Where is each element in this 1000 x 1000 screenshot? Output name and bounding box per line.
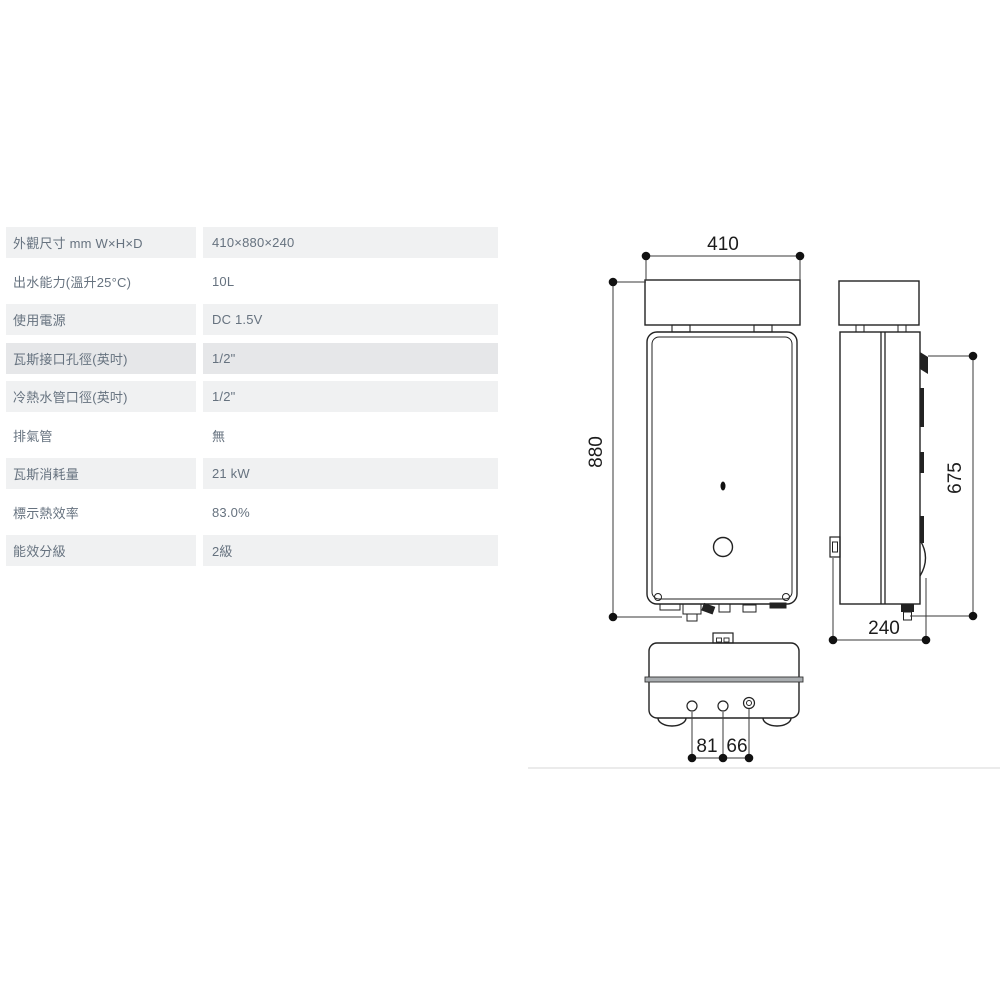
pilot-indicator bbox=[720, 481, 726, 491]
spec-label: 外觀尺寸 mm W×H×D bbox=[6, 227, 196, 258]
spec-row-gas-inlet: 瓦斯接口孔徑(英吋) 1/2" bbox=[6, 342, 498, 374]
spec-value: 410×880×240 bbox=[203, 227, 498, 258]
spec-label: 出水能力(溫升25°C) bbox=[6, 265, 196, 297]
spec-label: 瓦斯接口孔徑(英吋) bbox=[6, 342, 196, 374]
spec-row-dimensions: 外觀尺寸 mm W×H×D 410×880×240 bbox=[6, 227, 498, 258]
spec-value: 1/2" bbox=[203, 342, 498, 374]
dimension-diagram: 410 880 675 240 81 66 bbox=[586, 234, 978, 763]
spec-value: 1/2" bbox=[203, 381, 498, 412]
dim-side-height-label: 675 bbox=[945, 462, 966, 494]
dimension-lines bbox=[612, 253, 974, 759]
dim-port-right-label: 66 bbox=[726, 736, 747, 757]
spec-label: 排氣管 bbox=[6, 419, 196, 451]
spec-value: 10L bbox=[203, 265, 498, 297]
dim-width-label: 410 bbox=[707, 234, 739, 255]
spec-row-output-capacity: 出水能力(溫升25°C) 10L bbox=[6, 265, 498, 297]
spec-row-power-source: 使用電源 DC 1.5V bbox=[6, 304, 498, 335]
section-divider bbox=[528, 767, 1000, 769]
front-bottom-fittings bbox=[659, 602, 787, 622]
dim-port-left-label: 81 bbox=[696, 736, 717, 757]
dim-depth-label: 240 bbox=[868, 618, 900, 639]
spec-label: 瓦斯消耗量 bbox=[6, 458, 196, 489]
spec-value: 無 bbox=[203, 419, 498, 451]
pipe-port bbox=[686, 700, 698, 712]
control-knob bbox=[712, 536, 734, 558]
pipe-port bbox=[742, 696, 756, 710]
pipe-port bbox=[717, 700, 729, 712]
spec-table: 外觀尺寸 mm W×H×D 410×880×240 出水能力(溫升25°C) 1… bbox=[6, 227, 498, 574]
spec-value: 83.0% bbox=[203, 496, 498, 528]
dimension-labels: 410 880 675 240 81 66 bbox=[586, 234, 966, 757]
spec-row-exhaust-pipe: 排氣管 無 bbox=[6, 419, 498, 451]
spec-row-water-pipe: 冷熱水管口徑(英吋) 1/2" bbox=[6, 381, 498, 412]
dim-height-label: 880 bbox=[586, 436, 607, 468]
spec-row-thermal-efficiency: 標示熱效率 83.0% bbox=[6, 496, 498, 528]
spec-value: 21 kW bbox=[203, 458, 498, 489]
mount-bracket bbox=[920, 352, 928, 374]
bottom-view bbox=[644, 632, 804, 727]
side-view bbox=[829, 280, 928, 621]
spec-label: 冷熱水管口徑(英吋) bbox=[6, 381, 196, 412]
spec-value: DC 1.5V bbox=[203, 304, 498, 335]
spec-label: 標示熱效率 bbox=[6, 496, 196, 528]
front-view bbox=[644, 279, 801, 622]
spec-label: 能效分級 bbox=[6, 535, 196, 566]
spec-label: 使用電源 bbox=[6, 304, 196, 335]
spec-row-gas-consumption: 瓦斯消耗量 21 kW bbox=[6, 458, 498, 489]
spec-row-energy-grade: 能效分級 2級 bbox=[6, 535, 498, 566]
spec-value: 2級 bbox=[203, 535, 498, 566]
dimension-dots bbox=[608, 251, 978, 763]
